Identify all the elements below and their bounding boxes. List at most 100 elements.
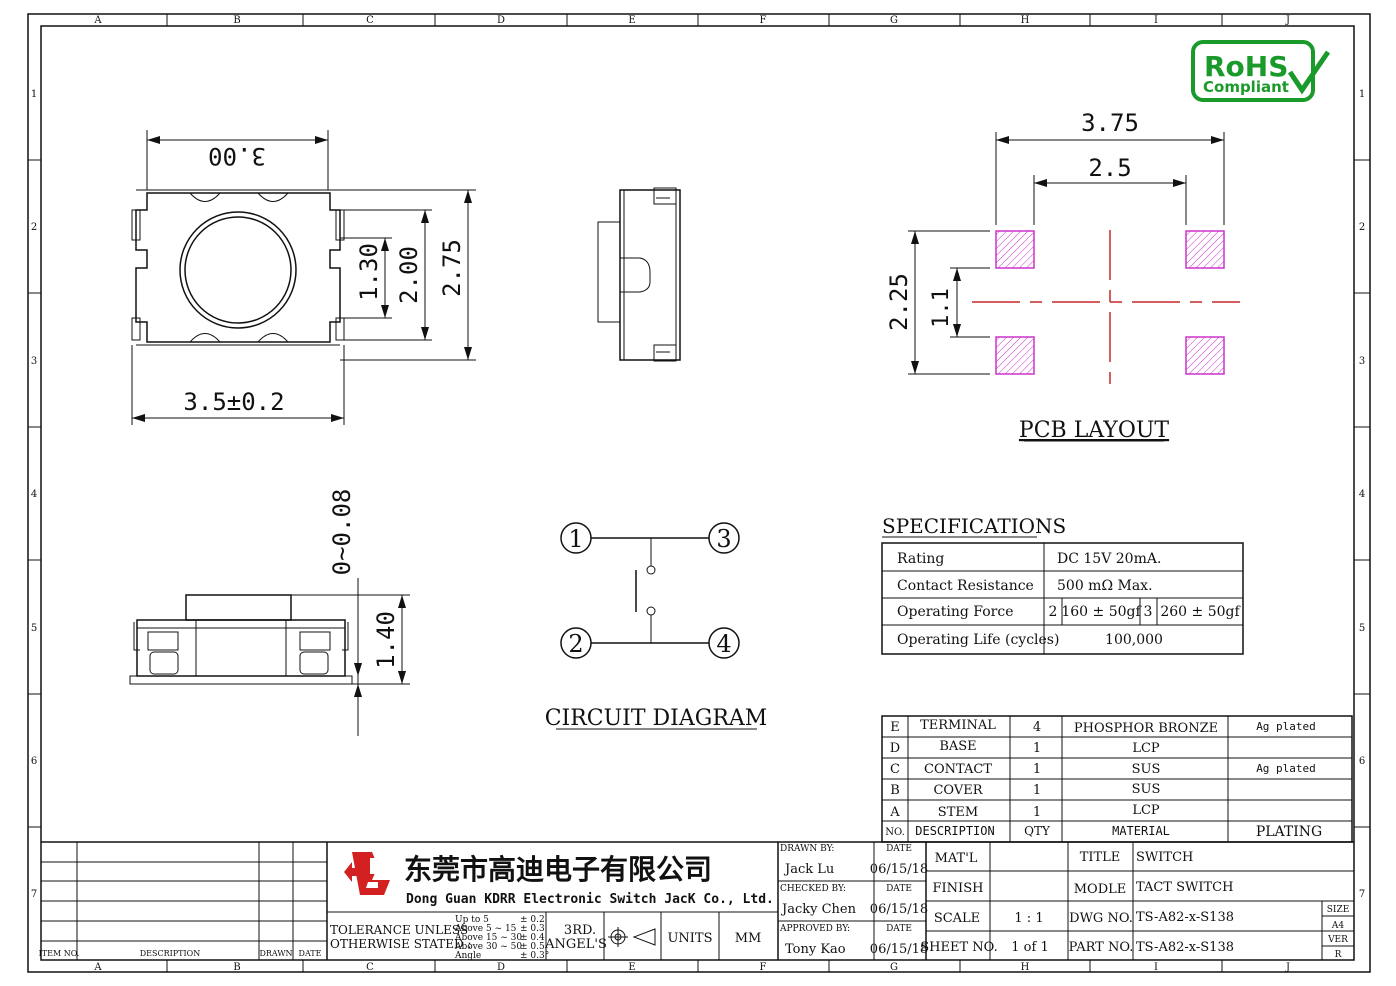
scale-value: 1 : 1 (1014, 911, 1043, 926)
grid-col-g: G (890, 15, 898, 26)
size-value: A4 (1331, 921, 1344, 931)
dim-side-height: 1.40 (372, 611, 400, 669)
bom-row-a-no: A (889, 805, 900, 820)
grid-col-h: H (1021, 15, 1030, 26)
pcb-pad-4 (1185, 336, 1225, 375)
projection-symbol-icon (608, 927, 656, 947)
scale-label: SCALE (934, 911, 980, 926)
bom-header-desc: DESCRIPTION (915, 824, 994, 838)
bom-header-qty: QTY (1024, 824, 1051, 838)
matl-label: MAT'L (935, 851, 978, 866)
grid-col-c-bottom: C (366, 962, 374, 973)
pcb-dim-height-1: 2.25 (885, 273, 913, 331)
spec-life-value: 100,000 (1105, 632, 1163, 648)
bom-row-b-no: B (890, 783, 900, 798)
sheet-value: 1 of 1 (1011, 940, 1048, 955)
bom-header-no: NO. (885, 827, 905, 838)
grid-col-e-bottom: E (628, 962, 635, 973)
bom-row-d-no: D (890, 741, 900, 756)
spec-force-a-value: 160 ± 50gf (1061, 604, 1142, 620)
bom-row-b-qty: 1 (1033, 783, 1041, 798)
bom-row-c-qty: 1 (1033, 762, 1041, 777)
drawn-date-value: 06/15/18 (870, 862, 928, 877)
company-name-cn: 东莞市高迪电子有限公司 (404, 853, 712, 886)
bom-row-c-material: SUS (1132, 762, 1161, 777)
dim-side-gap: 0~0.08 (328, 489, 356, 576)
title-value: SWITCH (1136, 850, 1193, 865)
tol-value-0: ± 0.2 (520, 915, 545, 925)
size-label: SIZE (1327, 905, 1350, 915)
units-value: MM (735, 931, 762, 946)
circuit-diagram: 1 3 2 4 CIRCUIT DIAGRAM (545, 522, 767, 731)
grid-row-6-right: 6 (1359, 756, 1365, 767)
bom-row-c-no: C (890, 762, 900, 777)
grid-col-d-bottom: D (497, 962, 505, 973)
circuit-pin-4: 4 (716, 630, 731, 658)
ver-value: R (1335, 950, 1342, 960)
specifications: SPECIFICATIONS Rating DC 15V 20mA. Conta… (881, 514, 1244, 655)
angle-label-2: ANGEL'S (544, 937, 607, 952)
dim-top-width: 3.00 (208, 142, 266, 170)
bom-header-plating: PLATING (1256, 824, 1322, 840)
bom-row-a-material: LCP (1132, 803, 1160, 818)
grid-col-d: D (497, 15, 505, 26)
grid-row-2: 2 (31, 222, 37, 233)
bom-row-e-no: E (890, 720, 900, 735)
spec-life-label: Operating Life (cycles) (897, 632, 1059, 648)
company-name-en: Dong Guan KDRR Electronic Switch JacK Co… (406, 892, 774, 907)
grid-col-a: A (93, 15, 102, 26)
grid-row-5: 5 (31, 623, 37, 634)
circuit-pin-2: 2 (568, 630, 583, 658)
dim-height-2: 2.00 (395, 246, 423, 304)
spec-rating-value: DC 15V 20mA. (1057, 551, 1161, 567)
tolerance-label-1: TOLERANCE UNLESS (330, 923, 468, 937)
bom-row-a-desc: STEM (938, 805, 978, 820)
company-logo-icon (344, 852, 390, 895)
rohs-badge: RoHS Compliant (1191, 40, 1331, 102)
drawn-date-label: DATE (886, 844, 912, 854)
pcb-dim-width-2: 2.5 (1088, 154, 1131, 182)
spec-force-a-no: 2 (1049, 604, 1058, 620)
title-block: ITEM NO. DESCRIPTION DRAWN DATE 东莞市高迪电子有… (39, 841, 1354, 961)
grid-row-5-right: 5 (1359, 623, 1365, 634)
units-label: UNITS (667, 931, 712, 946)
finish-label: FINISH (933, 881, 984, 896)
tol-value-3: ± 0.5 (520, 942, 545, 952)
tol-range-3: Above 30 ~ 50 (454, 942, 522, 952)
grid-row-2-right: 2 (1359, 222, 1365, 233)
grid-col-f-bottom: F (760, 962, 767, 973)
spec-rating-label: Rating (897, 551, 944, 567)
grid-row-1-right: 1 (1359, 89, 1365, 100)
spec-contact-label: Contact Resistance (897, 578, 1034, 594)
bom-row-d-qty: 1 (1033, 741, 1041, 756)
grid-row-6: 6 (31, 756, 37, 767)
spec-force-label: Operating Force (897, 604, 1014, 620)
model-value: TACT SWITCH (1136, 880, 1233, 895)
bom-row-e-qty: 4 (1033, 720, 1041, 735)
checked-by-label: CHECKED BY: (780, 884, 846, 894)
model-label: MODLE (1074, 882, 1127, 897)
pcb-dim-width-1: 3.75 (1081, 109, 1139, 137)
dwg-label: DWG NO. (1069, 911, 1133, 926)
bom-row-d-desc: BASE (939, 739, 976, 754)
tol-value-2: ± 0.4 (520, 933, 545, 943)
tol-range-1: Above 5 ~ 15 (454, 924, 517, 934)
drawn-by-value: Jack Lu (783, 862, 834, 877)
top-view: 3.00 3.5±0.2 1.30 2.00 2.75 (131, 130, 476, 425)
checked-by-value: Jacky Chen (780, 902, 857, 917)
grid-col-e: E (628, 15, 635, 26)
tol-range-2: Above 15 ~ 30 (454, 933, 522, 943)
grid-row-3-right: 3 (1359, 356, 1365, 367)
rohs-title: RoHS (1204, 50, 1288, 83)
grid-col-g-bottom: G (890, 962, 898, 973)
dwg-value: TS-A82-x-S138 (1136, 910, 1234, 925)
bom-table: E TERMINAL 4 PHOSPHOR BRONZE Ag plated D… (881, 715, 1353, 843)
title-label: TITLE (1080, 850, 1121, 865)
rev-header-description: DESCRIPTION (140, 949, 200, 958)
rohs-subtitle: Compliant (1203, 78, 1289, 96)
circuit-pin-1: 1 (568, 525, 583, 553)
rev-header-date: DATE (299, 949, 322, 958)
grid-row-4-right: 4 (1359, 489, 1365, 500)
rev-header-item-no: ITEM NO. (39, 949, 80, 958)
